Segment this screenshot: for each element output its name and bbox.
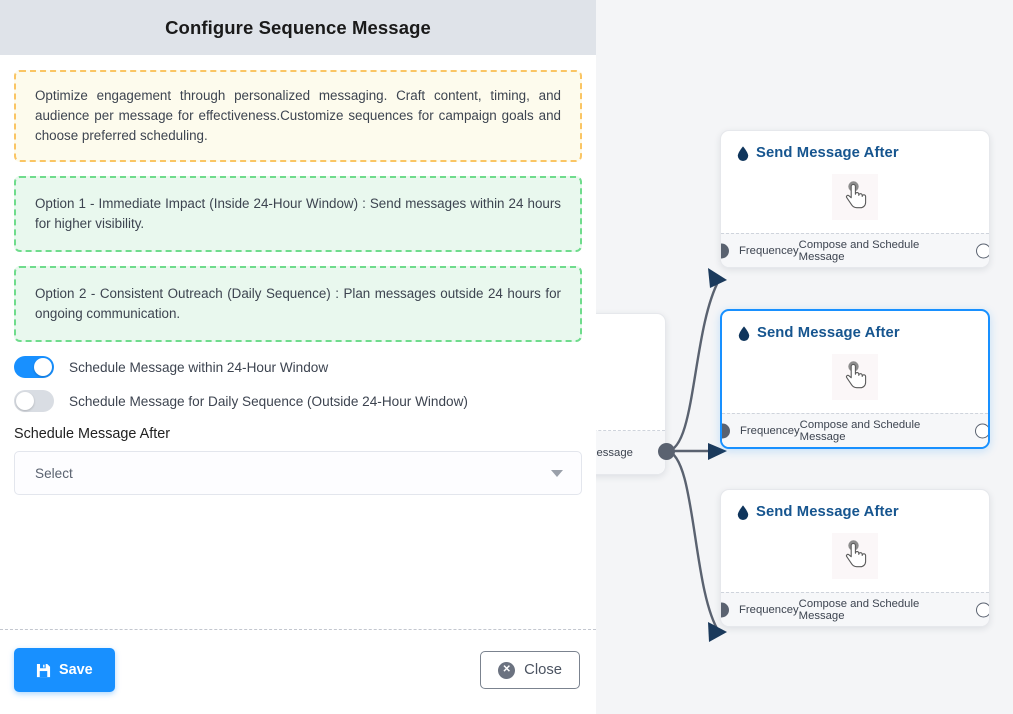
pointing-hand-cursor-icon (845, 181, 867, 209)
toggle-knob (16, 392, 34, 410)
node-body-icon-tile (832, 354, 878, 400)
node-header: Send Message After (721, 490, 989, 520)
pointing-hand-cursor-icon (845, 540, 867, 568)
info-notice-option-2: Option 2 - Consistent Outreach (Daily Se… (14, 266, 582, 342)
toggle-schedule-daily-sequence-label: Schedule Message for Daily Sequence (Out… (69, 393, 468, 409)
info-notice-option-1-text: Option 1 - Immediate Impact (Inside 24-H… (35, 196, 561, 231)
toggle-schedule-within-24h[interactable] (14, 356, 54, 378)
water-drop-icon (738, 325, 750, 341)
edge-arrow-3-icon (708, 622, 727, 642)
edge-to-node-3 (666, 449, 721, 633)
node-body-icon-tile (832, 533, 878, 579)
chevron-down-icon (551, 469, 563, 477)
node-footer-right-label: Compose and Schedule Message (799, 418, 921, 443)
info-notice-option-2-text: Option 2 - Consistent Outreach (Daily Se… (35, 286, 561, 321)
toggle-knob (34, 358, 52, 376)
upstream-node-footer-label: ce Message (596, 446, 633, 459)
flow-node-send-message-after-3[interactable]: Send Message After Frequencey Compose an… (720, 489, 990, 627)
node-input-handle[interactable] (721, 243, 729, 258)
flow-node-send-message-after-2-selected[interactable]: Send Message After Frequencey Compose an… (720, 309, 990, 449)
node-output-handle[interactable] (975, 423, 988, 438)
node-input-handle[interactable] (721, 602, 729, 617)
node-footer: Frequencey Compose and Schedule Message (722, 413, 988, 447)
close-button[interactable]: ✕ Close (480, 651, 580, 689)
close-circle-icon: ✕ (498, 661, 516, 679)
edge-to-node-1 (666, 279, 721, 453)
configure-sequence-panel: Configure Sequence Message Optimize enga… (0, 0, 596, 714)
info-notice-overview-text: Optimize engagement through personalized… (35, 88, 561, 143)
pointing-hand-cursor-icon (845, 361, 867, 389)
schedule-message-after-select[interactable]: Select (14, 451, 582, 495)
info-notice-option-1: Option 1 - Immediate Impact (Inside 24-H… (14, 176, 582, 252)
toggle-row-within-24h: Schedule Message within 24-Hour Window (14, 356, 582, 378)
info-notice-overview: Optimize engagement through personalized… (14, 70, 582, 162)
node-footer-left-label: Frequencey (739, 603, 799, 616)
panel-body: Optimize engagement through personalized… (0, 55, 596, 629)
node-footer-right-label: Compose and Schedule Message (798, 597, 920, 622)
node-body (722, 341, 988, 413)
panel-footer: Save ✕ Close (0, 629, 596, 714)
node-input-handle[interactable] (722, 423, 730, 438)
toggle-schedule-within-24h-label: Schedule Message within 24-Hour Window (69, 359, 329, 375)
node-header: Send Message After (721, 131, 989, 161)
save-disk-icon (36, 663, 51, 677)
node-footer: Frequencey Compose and Schedule Message (721, 592, 989, 626)
water-drop-icon (737, 504, 749, 520)
toggle-schedule-daily-sequence[interactable] (14, 390, 54, 412)
upstream-node-partial[interactable]: ce Message (596, 313, 666, 475)
node-title: Send Message After (757, 325, 900, 341)
toggle-row-daily-sequence: Schedule Message for Daily Sequence (Out… (14, 390, 582, 412)
save-button[interactable]: Save (14, 648, 115, 692)
flow-canvas[interactable]: ce Message Send Message After (596, 0, 1013, 714)
node-footer: Frequencey Compose and Schedule Message (721, 233, 989, 267)
node-output-handle[interactable] (976, 602, 989, 617)
node-header: Send Message After (722, 311, 988, 341)
schedule-message-after-value: Select (35, 465, 73, 481)
node-footer-left-label: Frequencey (739, 244, 799, 257)
edge-arrow-1-icon (708, 268, 727, 288)
edge-arrow-2-icon (708, 443, 727, 460)
node-divider (596, 430, 665, 431)
close-button-label: Close (524, 662, 562, 678)
save-button-label: Save (59, 662, 93, 678)
page-title: Configure Sequence Message (165, 16, 431, 38)
node-output-handle[interactable] (976, 243, 989, 258)
node-body (721, 161, 989, 233)
node-title: Send Message After (756, 504, 899, 520)
node-title: Send Message After (756, 145, 899, 161)
panel-header: Configure Sequence Message (0, 0, 596, 55)
schedule-message-after-label: Schedule Message After (14, 426, 170, 442)
upstream-node-footer: ce Message (596, 431, 665, 474)
water-drop-icon (737, 145, 749, 161)
node-body (721, 520, 989, 592)
node-body-icon-tile (832, 174, 878, 220)
flow-node-send-message-after-1[interactable]: Send Message After Frequencey Compose an… (720, 130, 990, 268)
node-footer-left-label: Frequencey (740, 424, 800, 437)
node-footer-right-label: Compose and Schedule Message (798, 238, 920, 263)
source-handle-dot[interactable] (658, 443, 675, 460)
